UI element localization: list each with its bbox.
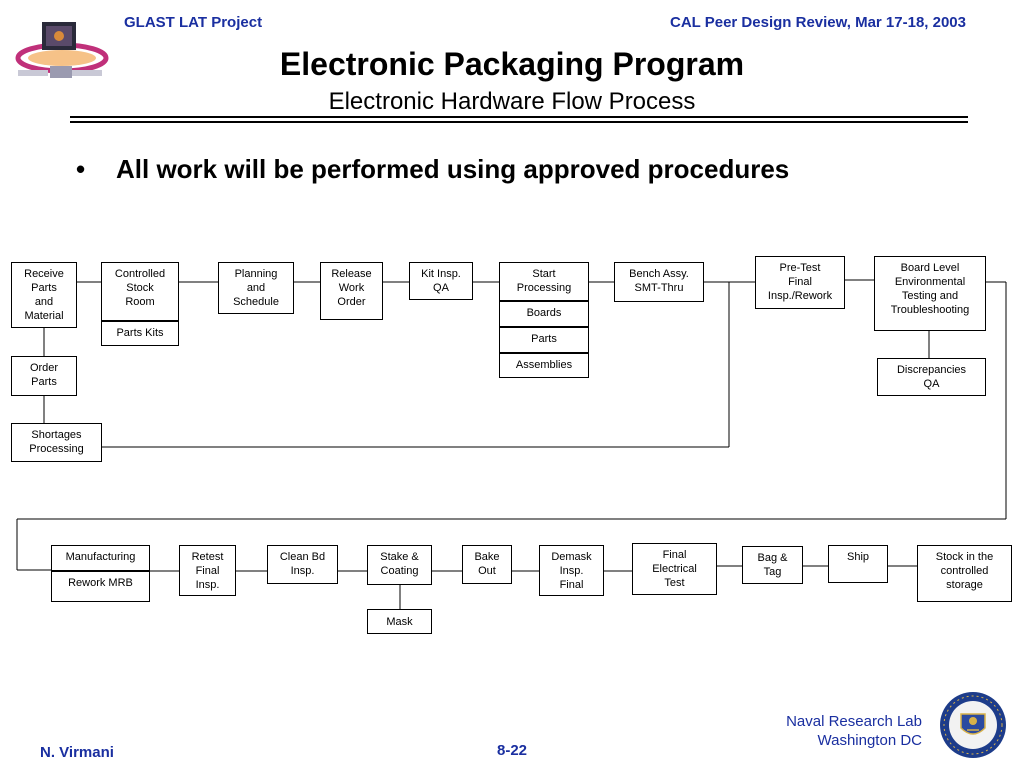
bullet-dot-icon: • bbox=[76, 154, 86, 184]
header-project: GLAST LAT Project bbox=[124, 14, 263, 31]
footer-lab-location: Washington DC bbox=[817, 732, 923, 749]
footer-author: N. Virmani bbox=[40, 744, 114, 761]
box-final-electrical: Final Electrical Test bbox=[632, 543, 717, 595]
box-parts: Parts bbox=[499, 327, 589, 353]
box-rework-mrb: Rework MRB bbox=[51, 571, 150, 602]
slide-title: Electronic Packaging Program bbox=[279, 46, 745, 82]
box-controlled-stock-room: Controlled Stock Room bbox=[101, 262, 179, 321]
box-planning-schedule: Planning and Schedule bbox=[218, 262, 294, 314]
box-ship: Ship bbox=[828, 545, 888, 583]
box-demask: Demask Insp. Final bbox=[539, 545, 604, 596]
box-manufacturing: Manufacturing bbox=[51, 545, 150, 571]
slide-subtitle: Electronic Hardware Flow Process bbox=[328, 88, 696, 115]
box-parts-kits: Parts Kits bbox=[101, 321, 179, 346]
box-mask: Mask bbox=[367, 609, 432, 634]
bullet-text: All work will be performed using approve… bbox=[116, 154, 790, 184]
box-retest-final: Retest Final Insp. bbox=[179, 545, 236, 596]
box-assemblies: Assemblies bbox=[499, 353, 589, 378]
box-bag-tag: Bag & Tag bbox=[742, 546, 803, 584]
footer-lab-name: Naval Research Lab bbox=[786, 713, 922, 730]
bullet-item: • All work will be performed using approv… bbox=[76, 154, 789, 185]
footer-page-number: 8-22 bbox=[497, 742, 528, 759]
box-stock-storage: Stock in the controlled storage bbox=[917, 545, 1012, 602]
box-clean-bd: Clean Bd Insp. bbox=[267, 545, 338, 584]
box-bench-assy: Bench Assy. SMT-Thru bbox=[614, 262, 704, 302]
header-review: CAL Peer Design Review, Mar 17-18, 2003 bbox=[670, 14, 966, 31]
box-order-parts: Order Parts bbox=[11, 356, 77, 396]
box-discrepancies-qa: Discrepancies QA bbox=[877, 358, 986, 396]
box-kit-insp-qa: Kit Insp. QA bbox=[409, 262, 473, 300]
glast-logo bbox=[15, 22, 109, 78]
box-receive-parts: Receive Parts and Material bbox=[11, 262, 77, 328]
box-boards: Boards bbox=[499, 301, 589, 327]
nrl-seal-logo bbox=[940, 692, 1006, 758]
box-shortages-processing: Shortages Processing bbox=[11, 423, 102, 462]
box-stake-coating: Stake & Coating bbox=[367, 545, 432, 585]
box-bake-out: Bake Out bbox=[462, 545, 512, 584]
box-release-work-order: Release Work Order bbox=[320, 262, 383, 320]
box-board-level-testing: Board Level Environmental Testing and Tr… bbox=[874, 256, 986, 331]
box-start-processing: Start Processing bbox=[499, 262, 589, 301]
box-pretest-final: Pre-Test Final Insp./Rework bbox=[755, 256, 845, 309]
